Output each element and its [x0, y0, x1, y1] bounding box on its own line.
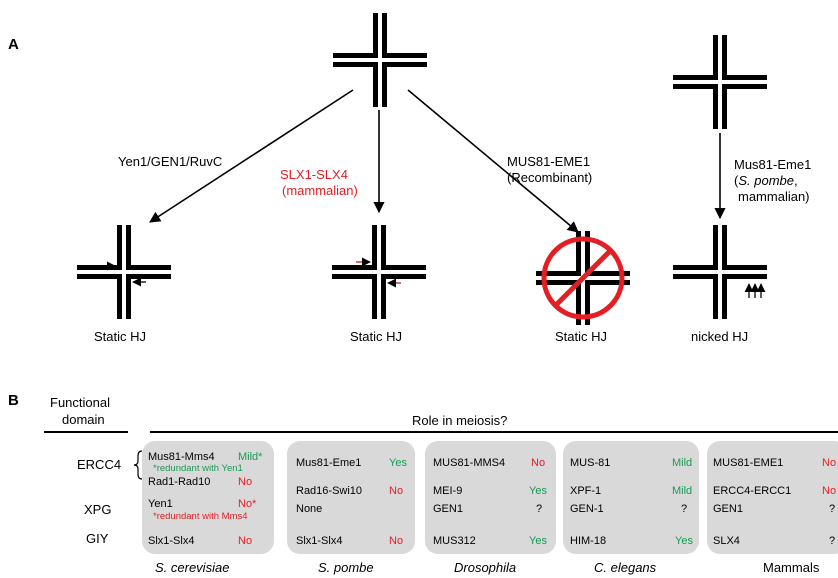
table-cell-role: Mild* — [238, 451, 263, 463]
table-cell-protein: GEN1 — [433, 503, 463, 515]
enzyme-label-slx1-sub: (mammalian) — [282, 183, 358, 198]
enzyme-label-mus81-pombe-sub2: mammalian) — [738, 189, 810, 204]
table-cell-protein: GEN1 — [713, 503, 743, 515]
table-cell-role: No — [238, 476, 253, 488]
ercc4-brace — [133, 450, 143, 480]
functional-domain-header-2: domain — [62, 412, 105, 427]
table-cell-protein: MUS312 — [433, 535, 476, 547]
species-box-s-cerevisiae — [142, 441, 274, 554]
table-cell-protein: Mus81-Eme1 — [296, 457, 362, 469]
domain-giy: GIY — [86, 531, 109, 546]
table-cell-protein: Yen1 — [148, 498, 173, 510]
functional-domain-header: Functional — [50, 395, 110, 410]
table-cell-role: Yes — [675, 535, 693, 547]
enzyme-label-mus81: MUS81-EME1 — [507, 154, 591, 169]
table-cell-role: ? — [536, 503, 543, 515]
species-box-c-elegans — [563, 441, 699, 554]
table-cell-protein: MEI-9 — [433, 485, 463, 497]
table-cell-protein: Slx1-Slx4 — [148, 535, 195, 547]
table-cell-protein: MUS81-MMS4 — [433, 457, 506, 469]
table-cell-role: ? — [829, 503, 836, 515]
result-label-3: Static HJ — [555, 329, 608, 344]
table-cell-protein: Mus81-Mms4 — [148, 451, 215, 463]
table-cell-role: No — [389, 535, 404, 547]
holliday-junction-slx1 — [332, 225, 426, 319]
enzyme-label-slx1: SLX1-SLX4 — [280, 167, 348, 182]
table-cell-protein: MUS-81 — [570, 457, 611, 469]
table-cell-role: Yes — [389, 457, 407, 469]
table-cell-protein: SLX4 — [713, 535, 740, 547]
table-cell-protein: None — [296, 503, 323, 515]
table-cell-role: Yes — [529, 485, 547, 497]
species-box-s-pombe — [287, 441, 415, 554]
table-cell-protein: XPF-1 — [570, 485, 602, 497]
note-redundant-mms4: *redundant with Mms4 — [153, 511, 248, 522]
table-cell-role: Yes — [529, 535, 547, 547]
enzyme-label-mus81-sub: (Recombinant) — [507, 170, 593, 185]
holliday-junction-right-top — [673, 35, 767, 129]
domain-ercc4: ERCC4 — [77, 457, 122, 472]
table-cell-role: No — [238, 535, 253, 547]
table-cell-role: ? — [681, 503, 688, 515]
table-cell-protein: ERCC4-ERCC1 — [713, 485, 792, 497]
panel-a-label: A — [8, 36, 19, 53]
table-cell-role: No — [389, 485, 404, 497]
species-name-mammals: Mammals — [763, 560, 820, 575]
table-cell-role: ? — [829, 535, 836, 547]
holliday-junction-yen1 — [77, 225, 171, 319]
species-box-drosophila — [425, 441, 556, 554]
prohibited-icon — [541, 236, 625, 320]
table-cell-protein: Slx1-Slx4 — [296, 535, 343, 547]
table-cell-protein: Rad1-Rad10 — [148, 476, 211, 488]
enzyme-label-mus81-pombe-sub: (S. pombe, — [734, 173, 798, 188]
species-name-s-cerevisiae: S. cerevisiae — [155, 560, 230, 575]
table-cell-role: Mild — [672, 457, 693, 469]
table-cell-protein: MUS81-EME1 — [713, 457, 784, 469]
panel-b-label: B — [8, 392, 19, 409]
nick-arrows-triple — [744, 283, 766, 298]
holliday-junction-nicked — [673, 225, 767, 319]
table-cell-role: Mild — [672, 485, 693, 497]
result-label-2: Static HJ — [350, 329, 403, 344]
enzyme-label-mus81-pombe: Mus81-Eme1 — [734, 157, 812, 172]
table-cell-protein: HIM-18 — [570, 535, 607, 547]
note-redundant-yen1: *redundant with Yen1 — [153, 463, 243, 474]
table-cell-protein: GEN-1 — [570, 503, 604, 515]
species-name-s-pombe: S. pombe — [318, 560, 374, 575]
arrow-to-mus81-product — [407, 89, 579, 233]
table-cell-role: No — [822, 457, 837, 469]
role-in-meiosis-header: Role in meiosis? — [412, 413, 508, 428]
species-name-c-elegans: C. elegans — [594, 560, 657, 575]
species-box-mammals — [707, 441, 838, 554]
arrow-to-yen1-product — [149, 89, 354, 223]
result-label-1: Static HJ — [94, 329, 147, 344]
result-label-4: nicked HJ — [691, 329, 749, 344]
domain-xpg: XPG — [84, 502, 112, 517]
table-cell-role: No — [531, 457, 546, 469]
table-cell-protein: Rad16-Swi10 — [296, 485, 363, 497]
table-cell-role: No — [822, 485, 837, 497]
enzyme-label-yen1: Yen1/GEN1/RuvC — [118, 154, 223, 169]
species-name-drosophila: Drosophila — [454, 560, 517, 575]
table-cell-role: No* — [238, 498, 257, 510]
